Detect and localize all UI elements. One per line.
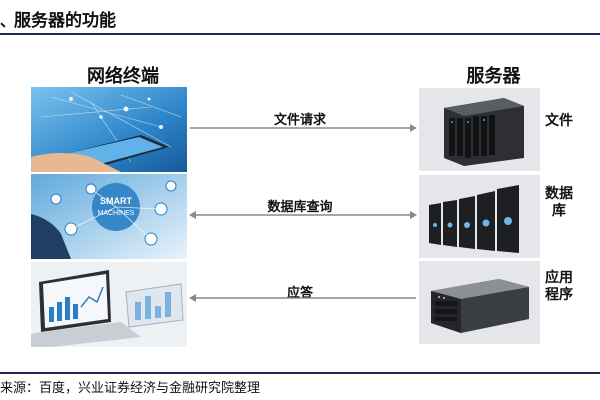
application-server-image [419,261,540,344]
page-title: 服务器的功能 [14,11,116,31]
top-divider [0,33,600,35]
file-request-label: 文件请求 [273,113,326,128]
response-label: 应答 [286,286,313,301]
source-note: 来源：百度，兴业证券经济与金融研究院整理 [0,381,261,396]
file-server-label: 文件 [545,113,573,129]
smart-machines-image: SMART MACHINES [31,174,187,259]
bottom-divider [0,372,600,374]
application-server-label: 应用程序 [545,270,573,303]
db-query-label: 数据库查询 [267,200,333,215]
server-heading: 服务器 [466,66,521,87]
right-arrow [190,124,417,132]
file-server-image [419,88,540,171]
database-server-label: 数据库 [545,186,573,219]
smart-text-line1: SMART [100,196,132,206]
left-arrow [189,294,416,302]
title-marker: 、 [0,12,16,30]
tablet-hand-image [31,87,187,172]
header: 、 服务器的功能 [0,0,600,34]
double-arrow [189,211,417,219]
terminal-heading: 网络终端 [87,66,159,87]
database-server-image [419,175,540,258]
smart-text-line2: MACHINES [98,210,135,217]
laptop-charts-image [31,262,187,347]
